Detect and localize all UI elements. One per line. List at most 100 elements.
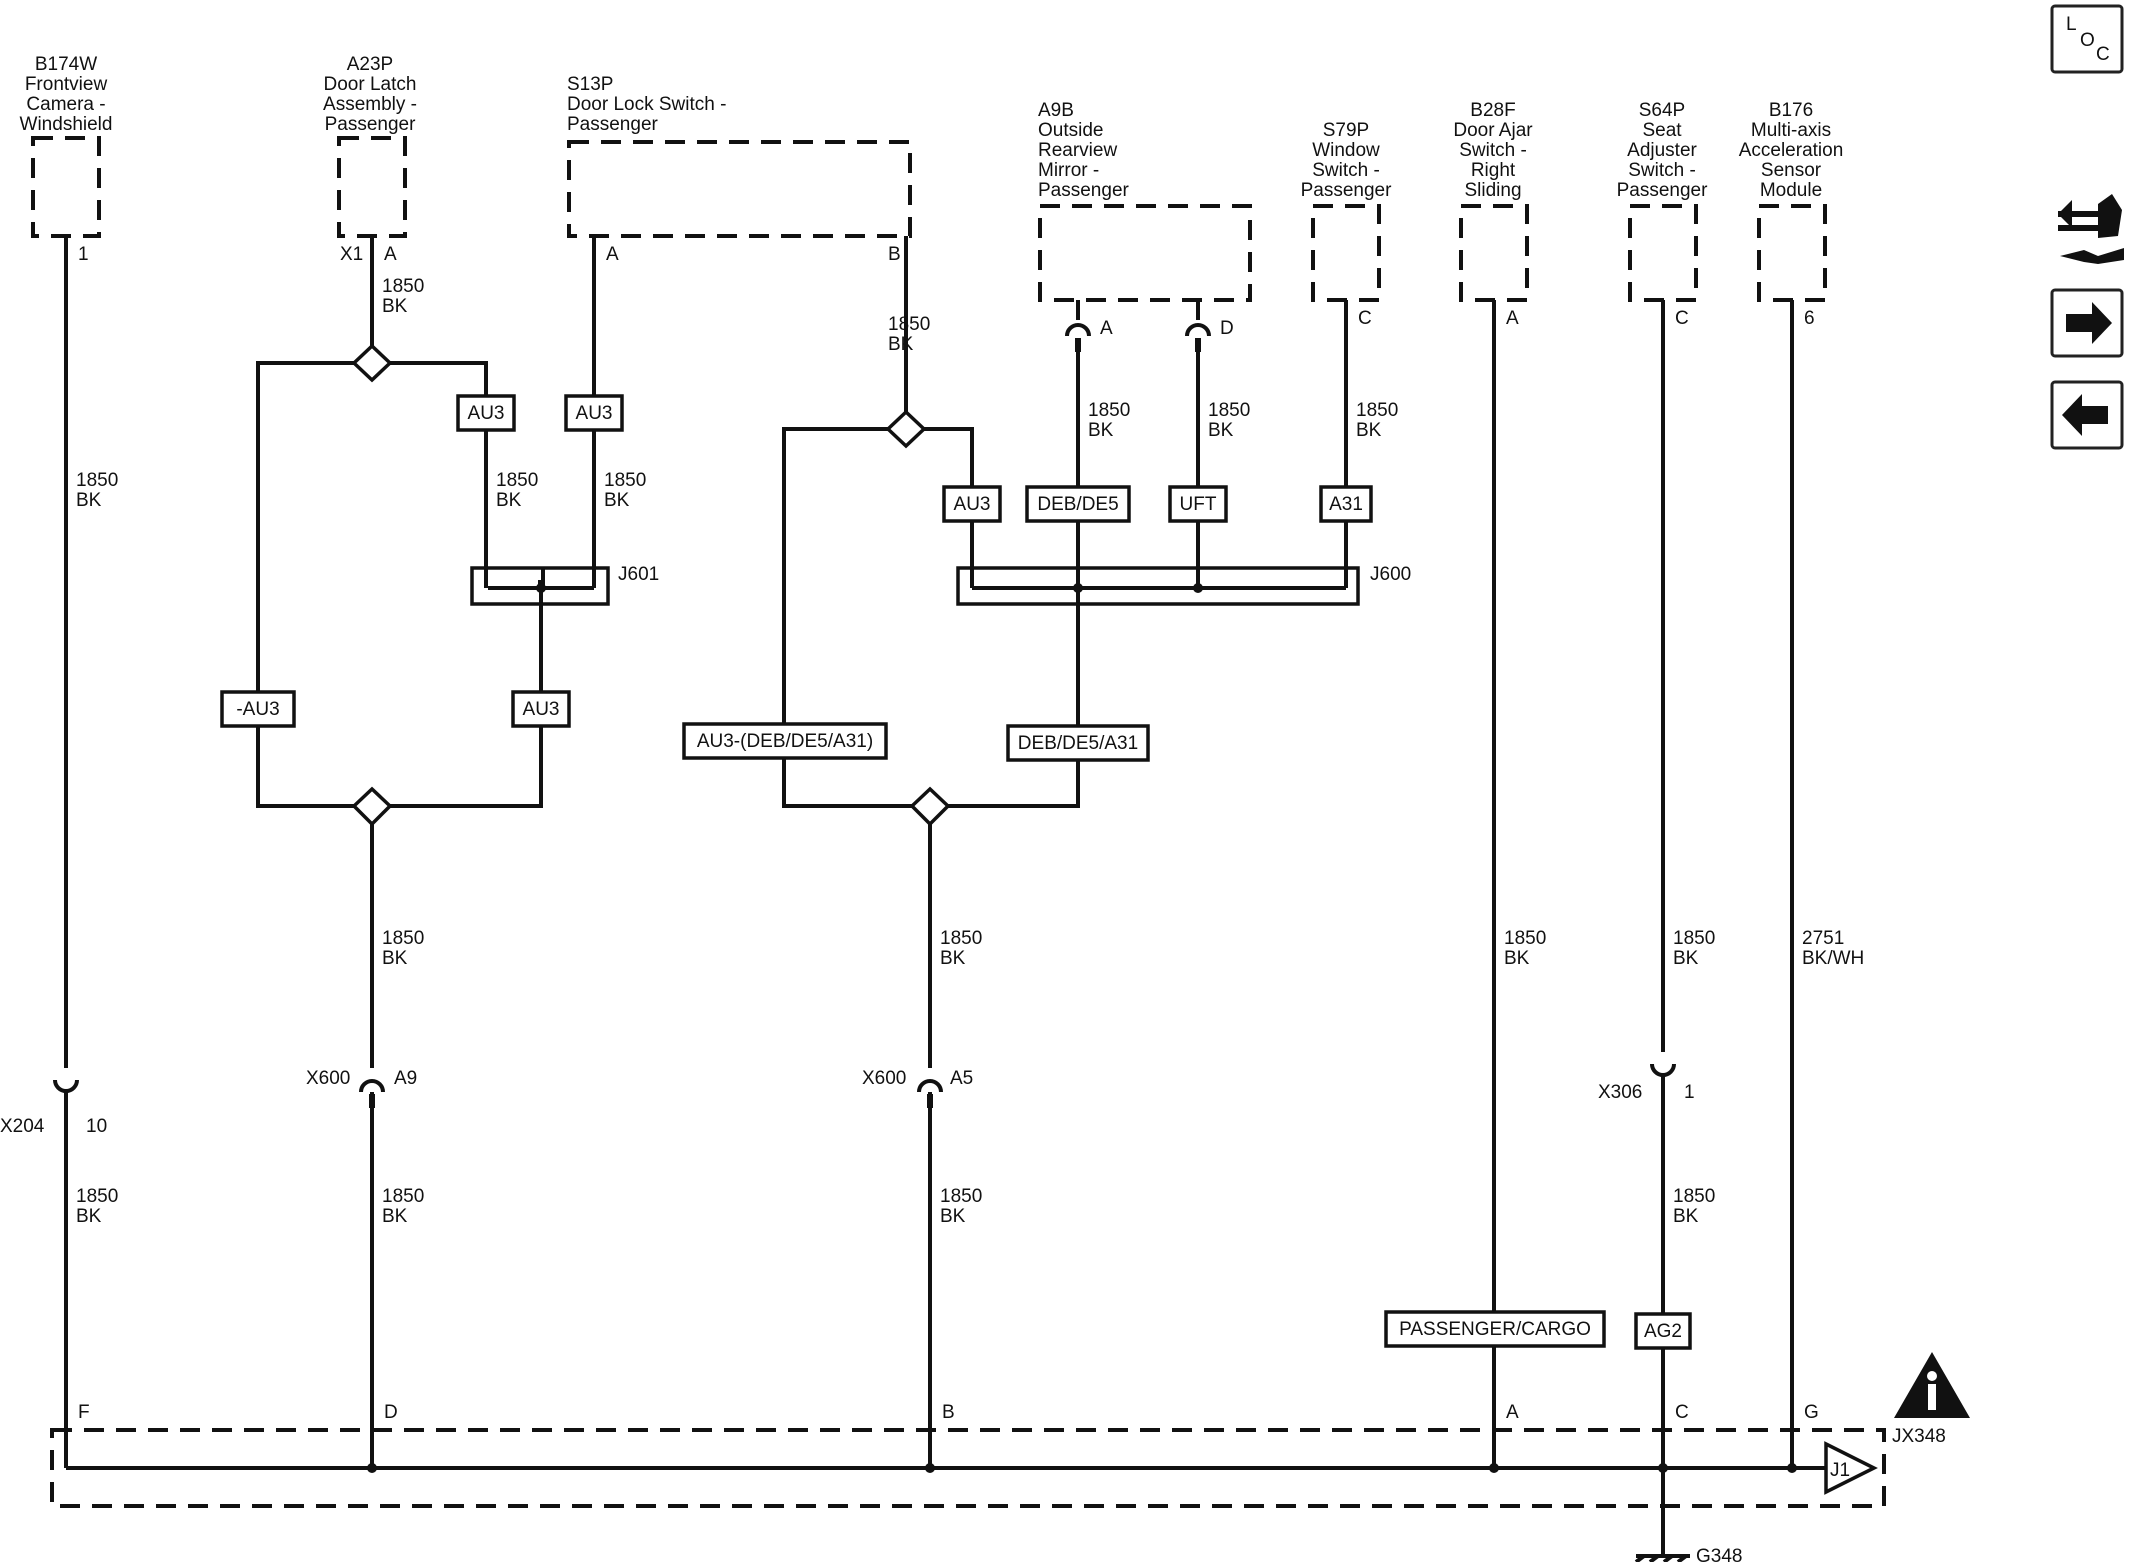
- j1-triangle[interactable]: [1824, 1441, 1878, 1495]
- connector-label-x600: X600: [306, 1068, 350, 1089]
- splice-label-j601: J601: [618, 564, 659, 585]
- wire-color: BK: [940, 1206, 966, 1227]
- component-label-s79p: S79P Window Switch - Passenger: [1301, 120, 1393, 201]
- pin-label: C: [1358, 308, 1372, 329]
- pin-label: A: [1100, 318, 1113, 339]
- svg-text:Door Latch: Door Latch: [324, 74, 417, 95]
- pin-label: 6: [1804, 308, 1815, 329]
- svg-text:O: O: [2080, 30, 2095, 51]
- option-box-au3[interactable]: [564, 394, 624, 432]
- svg-text:AU3-(DEB/DE5/A31): AU3-(DEB/DE5/A31): [697, 731, 873, 752]
- wire-size: 1850: [76, 1186, 118, 1207]
- option-box-au3[interactable]: [456, 394, 516, 432]
- splice-diamond: [351, 786, 393, 827]
- svg-text:S64P: S64P: [1639, 100, 1685, 121]
- connector-pin: 1: [1684, 1082, 1695, 1103]
- wire-color: BK: [496, 490, 522, 511]
- loc-button[interactable]: L O C: [2050, 4, 2124, 74]
- option-box-deb-de5[interactable]: [1025, 485, 1131, 523]
- svg-text:AG2: AG2: [1644, 1321, 1682, 1342]
- component-label-s64p: S64P Seat Adjuster Switch - Passenger: [1617, 100, 1709, 201]
- svg-text:Passenger: Passenger: [567, 114, 659, 135]
- option-box-au3[interactable]: [511, 690, 571, 728]
- option-box-deb-de5-a31[interactable]: [1006, 724, 1150, 762]
- wire-color: BK: [382, 948, 408, 969]
- junction-dot: [1073, 583, 1083, 593]
- svg-text:Multi-axis: Multi-axis: [1751, 120, 1831, 141]
- svg-text:Frontview: Frontview: [25, 74, 108, 95]
- connector-pin: A9: [394, 1068, 417, 1089]
- svg-text:Passenger: Passenger: [1301, 180, 1393, 201]
- component-label-s13p: S13P Door Lock Switch - Passenger: [567, 74, 726, 135]
- option-box-au3-combo[interactable]: [682, 722, 888, 760]
- wire-size: 1850: [1673, 1186, 1715, 1207]
- svg-text:Right: Right: [1471, 160, 1516, 181]
- component-box-a9b[interactable]: [1038, 204, 1252, 302]
- svg-text:L: L: [2066, 14, 2077, 35]
- connector-label-x306: X306: [1598, 1082, 1642, 1103]
- wire-color: BK: [940, 948, 966, 969]
- option-box-au3[interactable]: [942, 485, 1002, 523]
- svg-text:Switch -: Switch -: [1459, 140, 1527, 161]
- wire-color: BK: [76, 490, 102, 511]
- component-box-s64p[interactable]: [1628, 204, 1698, 302]
- component-box-a23p[interactable]: [337, 136, 407, 238]
- connector-a9b-a: [1065, 323, 1091, 337]
- junction-dot: [536, 583, 546, 593]
- splice-bar-j601[interactable]: [470, 566, 610, 606]
- connector-wrench-icon[interactable]: [2058, 194, 2124, 264]
- component-box-s79p[interactable]: [1311, 204, 1381, 302]
- component-box-b176[interactable]: [1757, 204, 1827, 302]
- option-box-passenger-cargo[interactable]: [1384, 1310, 1606, 1348]
- svg-text:Rearview: Rearview: [1038, 140, 1117, 161]
- svg-text:AU3: AU3: [523, 699, 560, 720]
- splice-pack-jx348[interactable]: [50, 1428, 1886, 1508]
- option-box-ag2[interactable]: [1634, 1312, 1692, 1350]
- component-label-a9b: A9B Outside Rearview Mirror - Passenger: [1038, 100, 1130, 201]
- splice-pin: A: [1506, 1402, 1519, 1423]
- svg-text:C: C: [2096, 44, 2110, 65]
- arrow-right-icon[interactable]: [2050, 288, 2124, 358]
- connector-pin: A5: [950, 1068, 973, 1089]
- component-box-b28f[interactable]: [1459, 204, 1529, 302]
- option-box-not-au3[interactable]: [220, 690, 296, 728]
- junction-dot: [1658, 1463, 1668, 1473]
- svg-text:Passenger: Passenger: [1617, 180, 1709, 201]
- wire-color: BK: [1208, 420, 1234, 441]
- splice-diamond: [885, 409, 927, 449]
- connector-pin: 10: [86, 1116, 107, 1137]
- splice-bar-j600[interactable]: [956, 566, 1360, 606]
- wire-size: 1850: [940, 928, 982, 949]
- splice-pin: F: [78, 1402, 90, 1423]
- wire-color: BK: [1088, 420, 1114, 441]
- component-label-b176: B176 Multi-axis Acceleration Sensor Modu…: [1739, 100, 1844, 201]
- svg-text:Windshield: Windshield: [20, 114, 113, 135]
- svg-text:UFT: UFT: [1180, 494, 1217, 515]
- svg-text:A23P: A23P: [347, 54, 393, 75]
- svg-text:Window: Window: [1312, 140, 1380, 161]
- wire-size: 1850: [1356, 400, 1398, 421]
- wire-size: 1850: [1208, 400, 1250, 421]
- option-box-uft[interactable]: [1168, 485, 1228, 523]
- pin-label: A: [384, 244, 397, 265]
- wire-color: BK: [1673, 948, 1699, 969]
- wire-size: 1850: [382, 928, 424, 949]
- splice-pin: G: [1804, 1402, 1819, 1423]
- connector-label-x600: X600: [862, 1068, 906, 1089]
- wire-size: 1850: [888, 314, 930, 335]
- component-box-b174w[interactable]: [31, 136, 101, 238]
- svg-text:A9B: A9B: [1038, 100, 1074, 121]
- wire-size: 2751: [1802, 928, 1844, 949]
- component-label-b174w: B174W Frontview Camera - Windshield: [20, 54, 113, 135]
- wire-size: 1850: [76, 470, 118, 491]
- svg-text:AU3: AU3: [576, 403, 613, 424]
- pin-label: X1: [340, 244, 363, 265]
- ground-label: G348: [1696, 1546, 1742, 1562]
- splice-pin: B: [942, 1402, 955, 1423]
- svg-text:AU3: AU3: [954, 494, 991, 515]
- info-icon[interactable]: [1894, 1352, 1970, 1418]
- arrow-left-icon[interactable]: [2050, 380, 2124, 450]
- component-box-s13p[interactable]: [567, 140, 912, 238]
- option-box-a31[interactable]: [1319, 485, 1373, 523]
